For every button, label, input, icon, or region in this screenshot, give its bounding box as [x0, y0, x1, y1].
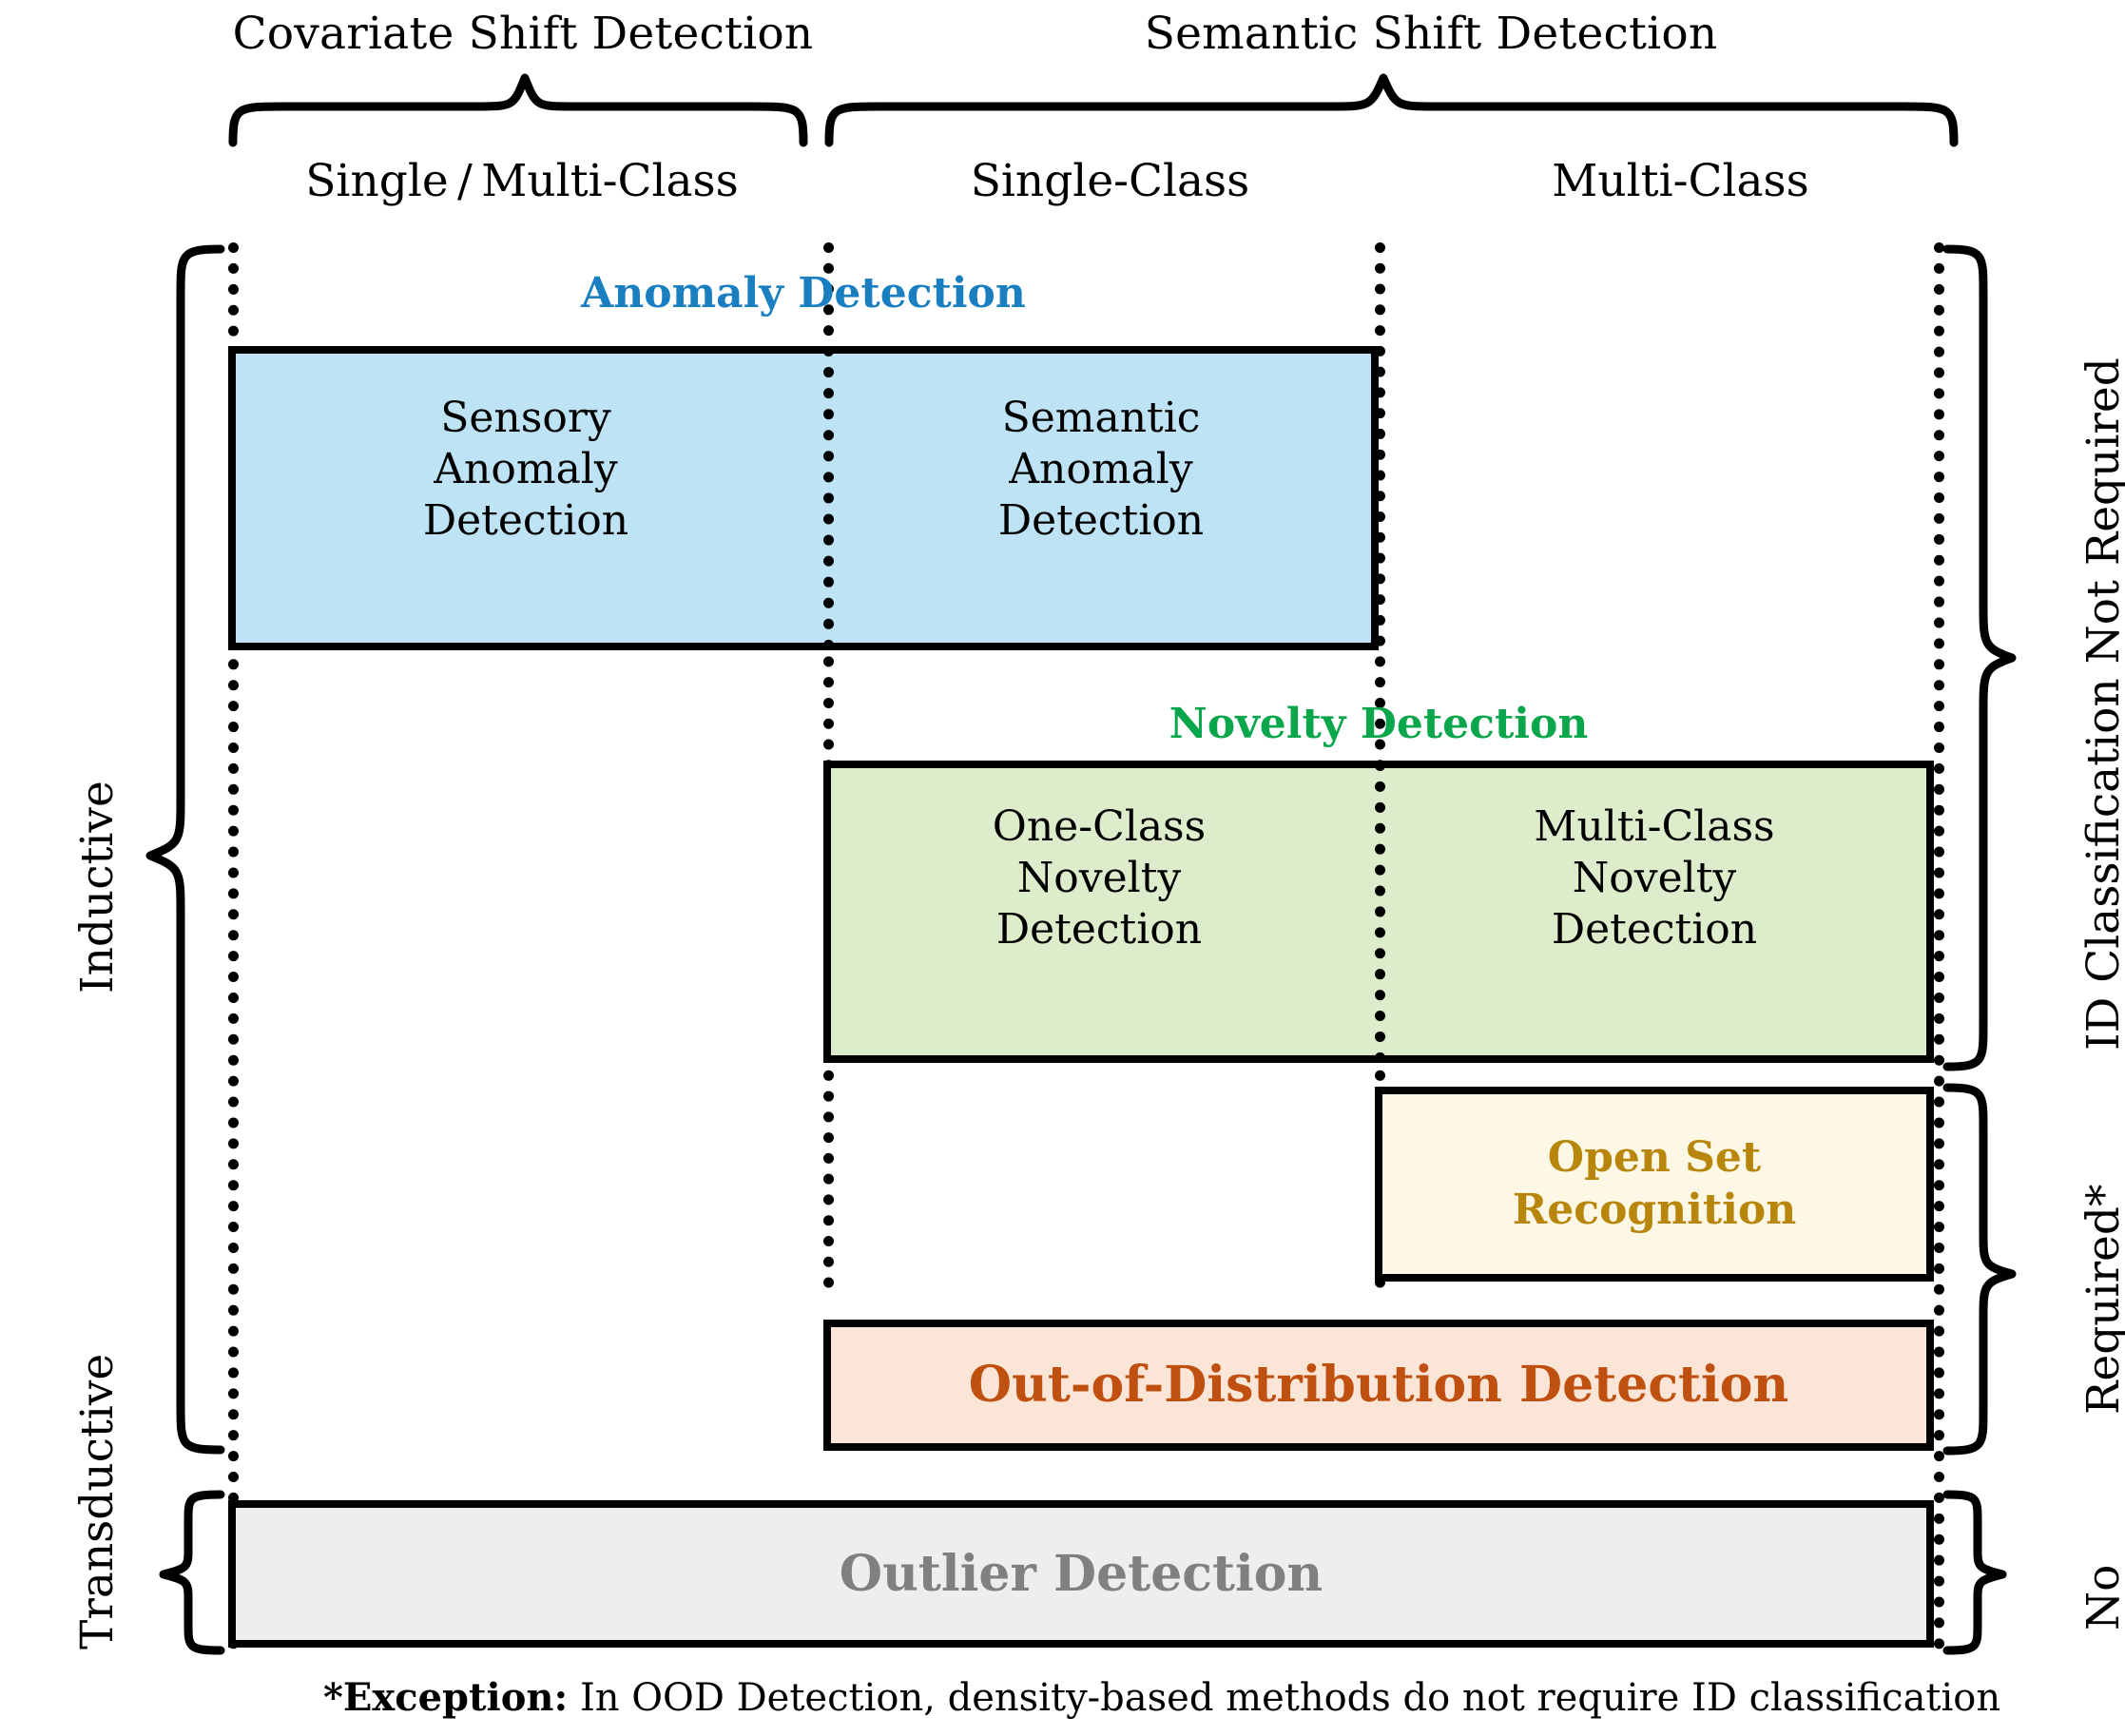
brace-semantic: [824, 73, 1959, 147]
row-label-inductive: Inductive: [71, 781, 124, 993]
brace-transductive: [159, 1490, 225, 1655]
footnote-marker: *Exception:: [323, 1675, 569, 1720]
divider-inside-novelty: [1375, 761, 1385, 1063]
divider-inside-anomaly: [823, 346, 834, 650]
brace-inductive: [145, 244, 225, 1455]
category-title-anomaly-detection: Anomaly Detection: [581, 269, 1026, 318]
box-out-of-distribution-detection[interactable]: Out-of-Distribution Detection: [823, 1320, 1934, 1451]
brace-required: [1942, 1083, 2017, 1456]
column-header-single-multi-class: Single / Multi-Class: [305, 155, 739, 207]
column-header-multi-class: Multi-Class: [1552, 155, 1809, 207]
row-label-id-classification-not-required: ID Classification Not Required: [2077, 357, 2125, 1051]
divider-right: [1934, 242, 1944, 1649]
right-braces: [1942, 244, 2017, 1655]
box-anomaly-detection[interactable]: [228, 346, 1379, 650]
cell-outlier-detection: Outlier Detection: [839, 1544, 1323, 1603]
footnote: *Exception: In OOD Detection, density-ba…: [323, 1675, 2000, 1720]
footnote-text: In OOD Detection, density-based methods …: [568, 1676, 2001, 1720]
category-title-novelty-detection: Novelty Detection: [1169, 700, 1589, 748]
brace-no: [1942, 1490, 2007, 1655]
group-label-covariate-shift: Covariate Shift Detection: [232, 8, 814, 60]
row-label-required: Required*: [2077, 1184, 2125, 1415]
group-label-semantic-shift: Semantic Shift Detection: [1144, 8, 1718, 60]
row-label-transductive: Transductive: [71, 1353, 124, 1649]
cell-out-of-distribution-detection: Out-of-Distribution Detection: [968, 1356, 1789, 1415]
column-header-single-class: Single-Class: [970, 155, 1250, 207]
top-braces: [228, 73, 1959, 147]
brace-covariate: [228, 73, 808, 147]
row-label-no: No: [2077, 1564, 2125, 1630]
box-outlier-detection[interactable]: Outlier Detection: [228, 1500, 1934, 1648]
left-braces: [145, 244, 225, 1655]
brace-not-required: [1942, 244, 2017, 1071]
divider-left: [228, 242, 239, 1649]
